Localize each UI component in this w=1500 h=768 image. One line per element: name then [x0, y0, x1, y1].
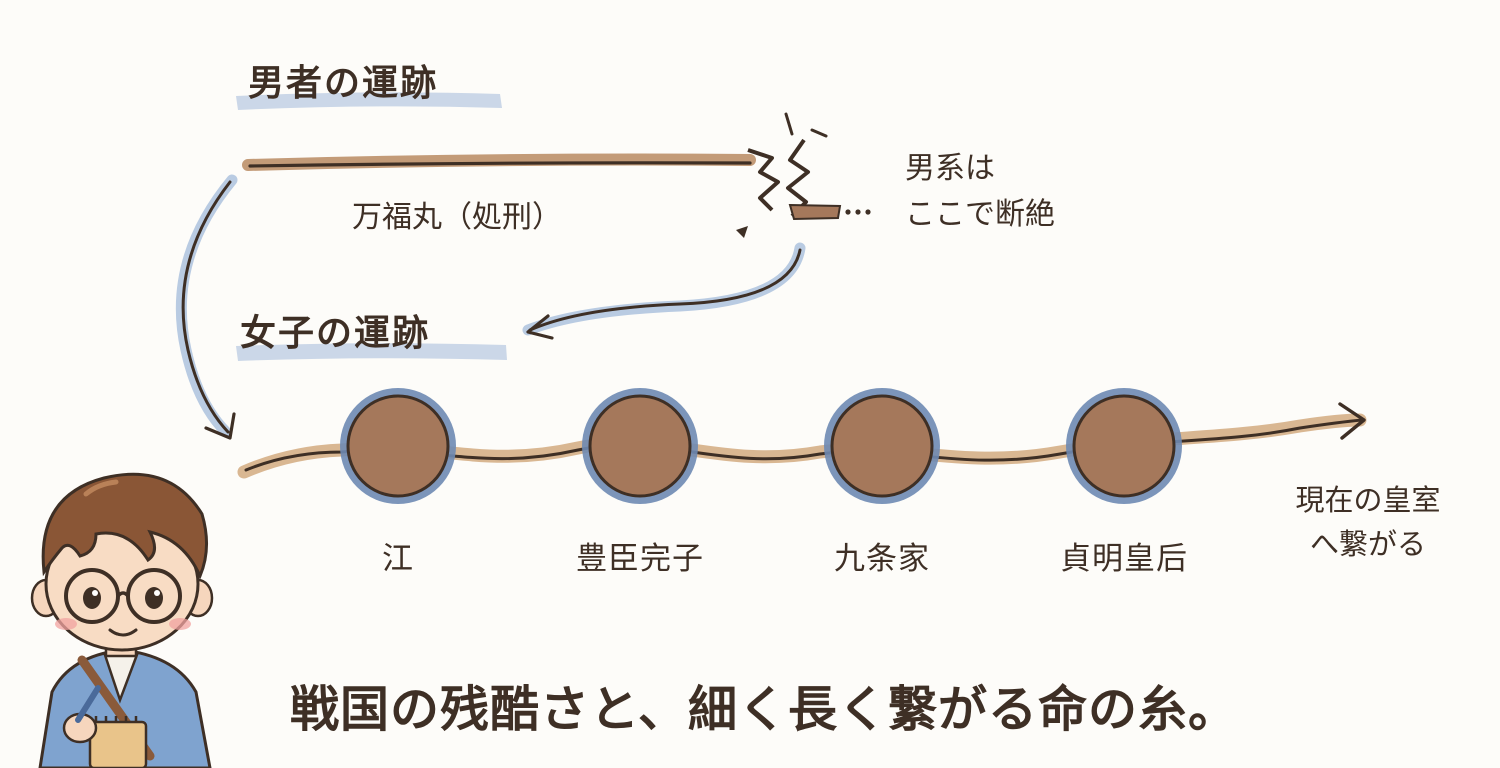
female-thread-arrowhead — [1338, 402, 1366, 440]
lineage-node-3 — [1066, 388, 1182, 504]
male-line — [248, 161, 752, 168]
lineage-node-0 — [340, 388, 456, 504]
break-spark-1 — [784, 112, 794, 136]
break-note-line-2: ここで断絶 — [905, 197, 1055, 232]
student-writing-notebook-icon — [30, 472, 214, 768]
male-line-label: 万福丸（処刑） — [352, 200, 562, 235]
lineage-node-2 — [824, 388, 940, 504]
male-line-break-note: 男系は ここで断絶 — [905, 146, 1055, 238]
break-jag-left — [747, 148, 780, 212]
lineage-end-line-2: へ繋がる — [1309, 527, 1427, 561]
dotted-end-3 — [865, 209, 871, 215]
break-shard — [788, 203, 842, 221]
dotted-end-2 — [855, 209, 861, 215]
heading-female: 女子の運跡 — [240, 313, 431, 354]
lineage-node-1 — [582, 388, 698, 504]
heading-female-highlight — [236, 343, 507, 361]
lineage-end-line-1: 現在の皇室 — [1295, 483, 1441, 517]
break-note-line-1: 男系は — [905, 151, 995, 186]
male-to-female-arrowhead — [204, 412, 236, 440]
dotted-end-1 — [845, 209, 851, 215]
heading-male-highlight — [236, 92, 502, 110]
caption: 戦国の残酷さと、細く長く繋がる命の糸。 — [290, 681, 1239, 738]
break-to-female-arrow — [528, 248, 802, 332]
lineage-end-note: 現在の皇室 へ繋がる — [1295, 478, 1440, 566]
male-to-female-arrow — [181, 180, 232, 434]
lineage-node-label-1: 豊臣完子 — [576, 541, 704, 577]
break-fragment — [736, 226, 748, 238]
heading-male: 男者の運跡 — [248, 63, 439, 104]
break-spark-2 — [810, 128, 828, 138]
break-to-female-arrowhead — [526, 314, 554, 340]
lineage-node-label-2: 九条家 — [834, 541, 930, 577]
lineage-node-label-3: 貞明皇后 — [1060, 541, 1188, 577]
male-line-shadow — [242, 153, 756, 171]
lineage-node-label-0: 江 — [382, 541, 414, 577]
